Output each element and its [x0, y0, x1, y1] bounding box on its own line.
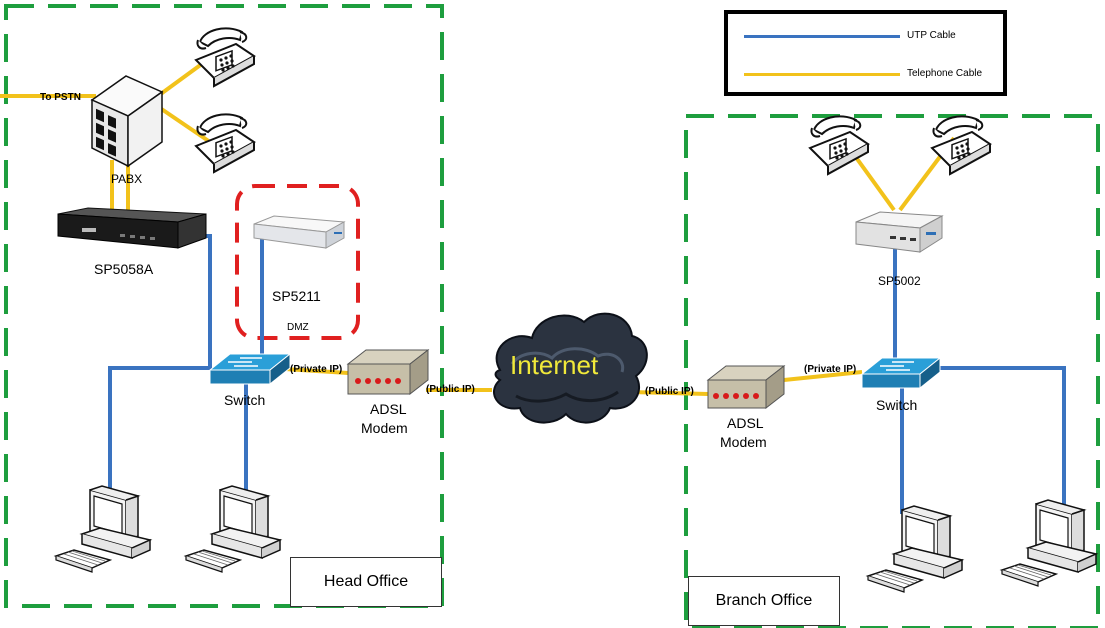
head-office-title: Head Office: [290, 557, 442, 607]
switch-label: Switch: [224, 392, 265, 408]
desktop-computer-icon: [867, 505, 963, 593]
desktop-computer-icon: [1001, 499, 1097, 587]
voip-gateway-icon: [855, 211, 944, 253]
router-icon: [253, 215, 346, 249]
private-ip-label: (Private IP): [290, 364, 342, 375]
private-ip-label: (Private IP): [804, 364, 856, 375]
desktop-computer-icon: [185, 485, 281, 573]
pabx-label: PABX: [111, 172, 142, 186]
telephone-icon: [931, 115, 991, 175]
adsl-modem-icon: [346, 348, 430, 396]
gateway-label: SP5058A: [94, 261, 154, 277]
head-office-boundary: [4, 4, 444, 608]
branch-office-title: Branch Office: [688, 576, 840, 626]
legend-telephone-label: Telephone Cable: [907, 68, 983, 79]
switch-label: Switch: [876, 397, 917, 413]
wan-cables: [284, 367, 863, 396]
voip-gateway-icon: [57, 207, 207, 249]
desktop-computer-icon: [55, 485, 151, 573]
internet-label: Internet: [510, 350, 599, 380]
modem-label-line2: Modem: [720, 434, 767, 450]
modem-label-line2: Modem: [361, 420, 408, 436]
pstn-label: To PSTN: [40, 92, 81, 103]
legend: UTP Cable Telephone Cable: [724, 10, 1007, 96]
legend-telephone-swatch: [744, 73, 900, 76]
dmz-device-label: SP5211: [272, 288, 321, 304]
dmz-label: DMZ: [287, 322, 309, 333]
modem-label-line1: ADSL: [727, 415, 764, 431]
gateway-label: SP5002: [878, 274, 921, 288]
telephone-icon: [195, 27, 255, 87]
network-switch-icon: [860, 356, 942, 390]
network-switch-icon: [208, 352, 292, 386]
adsl-modem-icon: [706, 364, 786, 410]
cloud-icon: [493, 312, 648, 424]
modem-label-line1: ADSL: [370, 401, 407, 417]
pabx-icon: [90, 75, 164, 168]
legend-utp-label: UTP Cable: [907, 30, 956, 41]
dmz-boundary: [235, 184, 360, 340]
telephone-icon: [195, 113, 255, 173]
legend-utp-swatch: [744, 35, 900, 38]
utp-cables-branch: [893, 246, 1066, 514]
public-ip-label: (Public IP): [426, 384, 475, 395]
public-ip-label: (Public IP): [645, 386, 694, 397]
